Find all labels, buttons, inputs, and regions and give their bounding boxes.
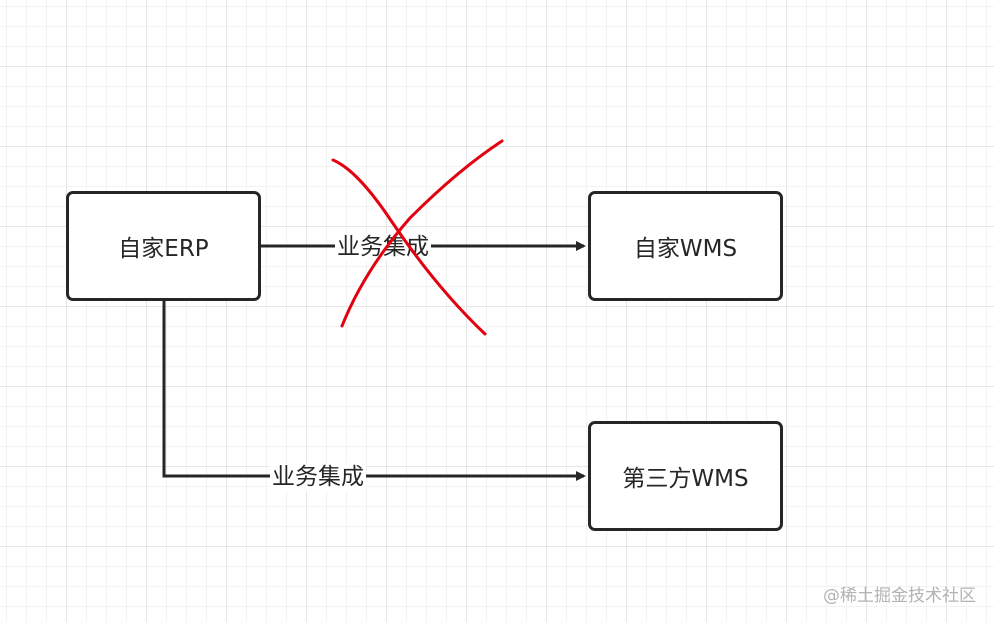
connector-erp-to-third-party-wms xyxy=(162,301,586,481)
node-third-party-wms-label: 第三方WMS xyxy=(622,466,749,492)
watermark: @稀土掘金技术社区 xyxy=(823,586,976,606)
node-own-wms[interactable]: 自家WMS xyxy=(588,191,783,301)
node-own-erp[interactable]: 自家ERP xyxy=(66,191,261,301)
edge-label-bottom: 业务集成 xyxy=(270,463,366,491)
node-own-erp-label: 自家ERP xyxy=(118,236,209,262)
node-third-party-wms[interactable]: 第三方WMS xyxy=(588,421,783,531)
edge-label-top: 业务集成 xyxy=(335,233,431,261)
node-own-wms-label: 自家WMS xyxy=(633,236,738,262)
